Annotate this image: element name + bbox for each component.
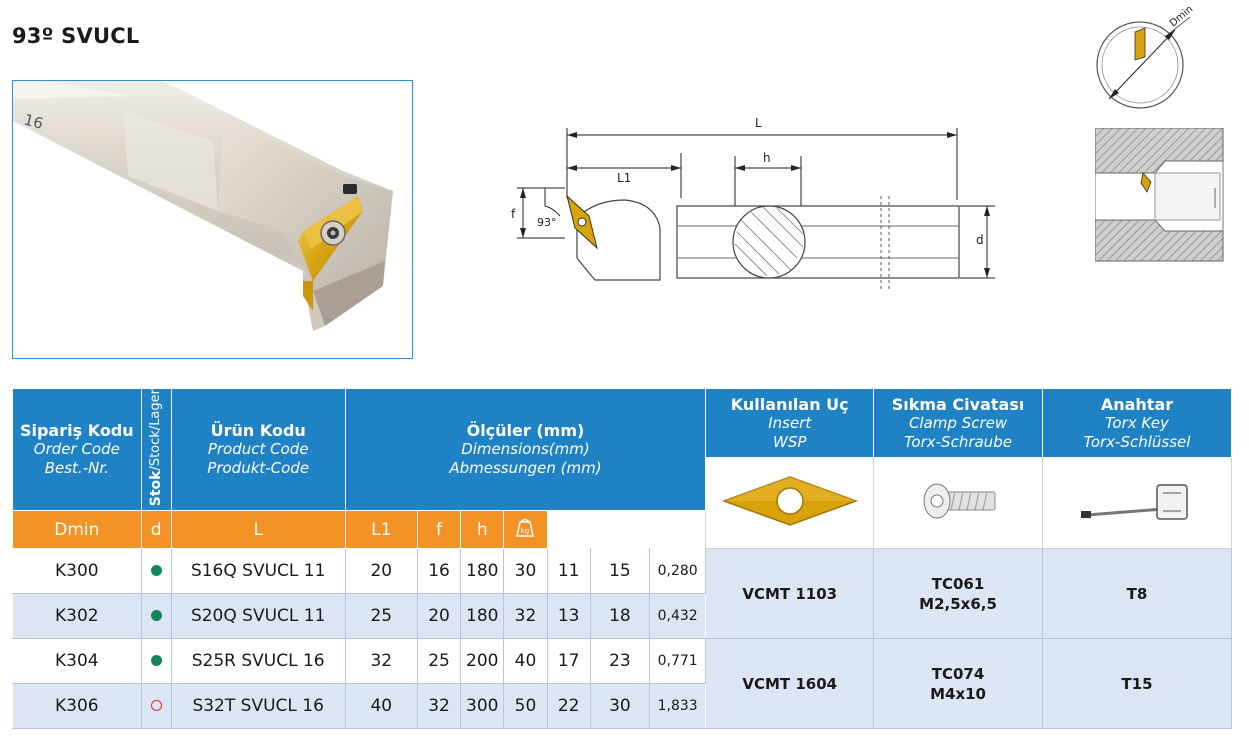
dim-header-L1: L1 [344, 510, 418, 550]
product-photo: 16 [12, 80, 413, 359]
header-clamp-screw: Sıkma Civatası Clamp Screw Torx-Schraube [873, 388, 1043, 458]
dim-L1: 32 [503, 593, 548, 640]
product-code: S16Q SVUCL 11 [170, 548, 346, 595]
label-dmin: Dmin [1168, 5, 1195, 29]
dim-f: 17 [546, 638, 591, 685]
order-code: K306 [12, 683, 142, 730]
screw-icon [923, 483, 996, 519]
product-code: S32T SVUCL 16 [170, 683, 346, 730]
dim-h: 18 [589, 593, 651, 640]
dim-header-h: h [460, 510, 505, 550]
dim-h: 30 [589, 683, 651, 730]
label-d: d [976, 233, 984, 247]
table-row: K304 S25R SVUCL 16 32 25 200 40 17 23 0,… [12, 638, 1233, 730]
weight-kg-icon: kg [516, 519, 535, 538]
header-torx-key: Anahtar Torx Key Torx-Schlüssel [1041, 388, 1233, 458]
order-code: K300 [12, 548, 142, 595]
dim-d: 25 [416, 638, 462, 685]
header-stock: Stok/Stock/Lager [140, 387, 172, 512]
dim-header-L: L [170, 510, 346, 550]
product-code: S20Q SVUCL 11 [170, 593, 346, 640]
dim-header-weight: kg [503, 510, 548, 550]
torx-key-icon [1080, 484, 1188, 520]
order-code: K304 [12, 638, 142, 685]
dim-dmin: 40 [344, 683, 418, 730]
weight: 1,833 [649, 683, 707, 730]
stock-status [140, 683, 172, 730]
in-stock-dot-icon [150, 565, 162, 577]
label-f: f [511, 207, 516, 221]
dim-L1: 30 [503, 548, 548, 595]
dim-header-f: f [416, 510, 462, 550]
out-of-stock-dot-icon [150, 700, 162, 712]
table-row: K302 S20Q SVUCL 11 25 20 180 32 13 18 0,… [12, 593, 1232, 640]
label-h: h [763, 151, 771, 165]
page-title: 93º SVUCL [12, 24, 140, 48]
dim-d: 20 [416, 593, 462, 640]
dim-f: 22 [546, 683, 591, 730]
header-insert: Kullanılan Uç Insert WSP [705, 388, 875, 458]
dim-L1: 40 [503, 638, 548, 685]
dimension-drawing: L L1 h f d 93° [511, 116, 995, 290]
tool-holder-render: 16 [13, 81, 393, 331]
torx-key-image [1041, 456, 1233, 550]
dim-dmin: 32 [344, 638, 418, 685]
dim-L: 180 [460, 548, 505, 595]
in-stock-dot-icon [150, 610, 162, 622]
dim-d: 32 [416, 683, 462, 730]
stock-status [140, 593, 172, 640]
weight: 0,432 [649, 593, 707, 640]
bore-section-diagram [1095, 128, 1224, 262]
dim-f: 13 [546, 593, 591, 640]
dim-dmin: 25 [344, 593, 418, 640]
stock-status [140, 548, 172, 595]
dim-L: 300 [460, 683, 505, 730]
dim-dmin: 20 [344, 548, 418, 595]
dmin-bore-diagram: Dmin [1096, 5, 1195, 109]
insert-code: VCMT 1604 [705, 638, 875, 730]
table-row: K300 S16Q SVUCL 11 20 16 180 30 11 15 0,… [12, 548, 1233, 640]
dim-header-dmin: Dmin [12, 510, 142, 550]
dim-L: 200 [460, 638, 505, 685]
label-L1: L1 [617, 171, 631, 185]
header-dimensions: Ölçüler (mm) Dimensions(mm) Abmessungen … [344, 387, 707, 512]
clamp-screw-image [873, 456, 1043, 550]
label-L: L [755, 116, 762, 130]
header-order-code: Sipariş Kodu Order Code Best.-Nr. [12, 387, 142, 512]
dim-h: 23 [589, 638, 651, 685]
svg-text:kg: kg [521, 527, 530, 535]
insert-image [705, 456, 875, 550]
stock-status [140, 638, 172, 685]
weight: 0,771 [649, 638, 707, 685]
dim-L: 180 [460, 593, 505, 640]
dim-f: 11 [546, 548, 591, 595]
dim-h: 15 [589, 548, 651, 595]
order-code: K302 [12, 593, 142, 640]
torx-key-code: T8 [1041, 548, 1233, 640]
insert-code: VCMT 1103 [705, 548, 875, 640]
dim-d: 16 [416, 548, 462, 595]
table-row: K306 S32T SVUCL 16 40 32 300 50 22 30 1,… [12, 683, 1232, 730]
product-spec-table: Sipariş Kodu Order Code Best.-Nr. Stok/S… [12, 387, 1233, 730]
header-product-code: Ürün Kodu Product Code Produkt-Code [170, 387, 346, 512]
insert-diamond-icon [721, 476, 858, 526]
dim-L1: 50 [503, 683, 548, 730]
in-stock-dot-icon [150, 655, 162, 667]
weight: 0,280 [649, 548, 707, 595]
label-angle: 93° [537, 216, 557, 229]
product-code: S25R SVUCL 16 [170, 638, 346, 685]
torx-key-code: T15 [1041, 638, 1233, 730]
dim-header-d: d [140, 510, 172, 550]
svg-text:16: 16 [22, 110, 45, 132]
